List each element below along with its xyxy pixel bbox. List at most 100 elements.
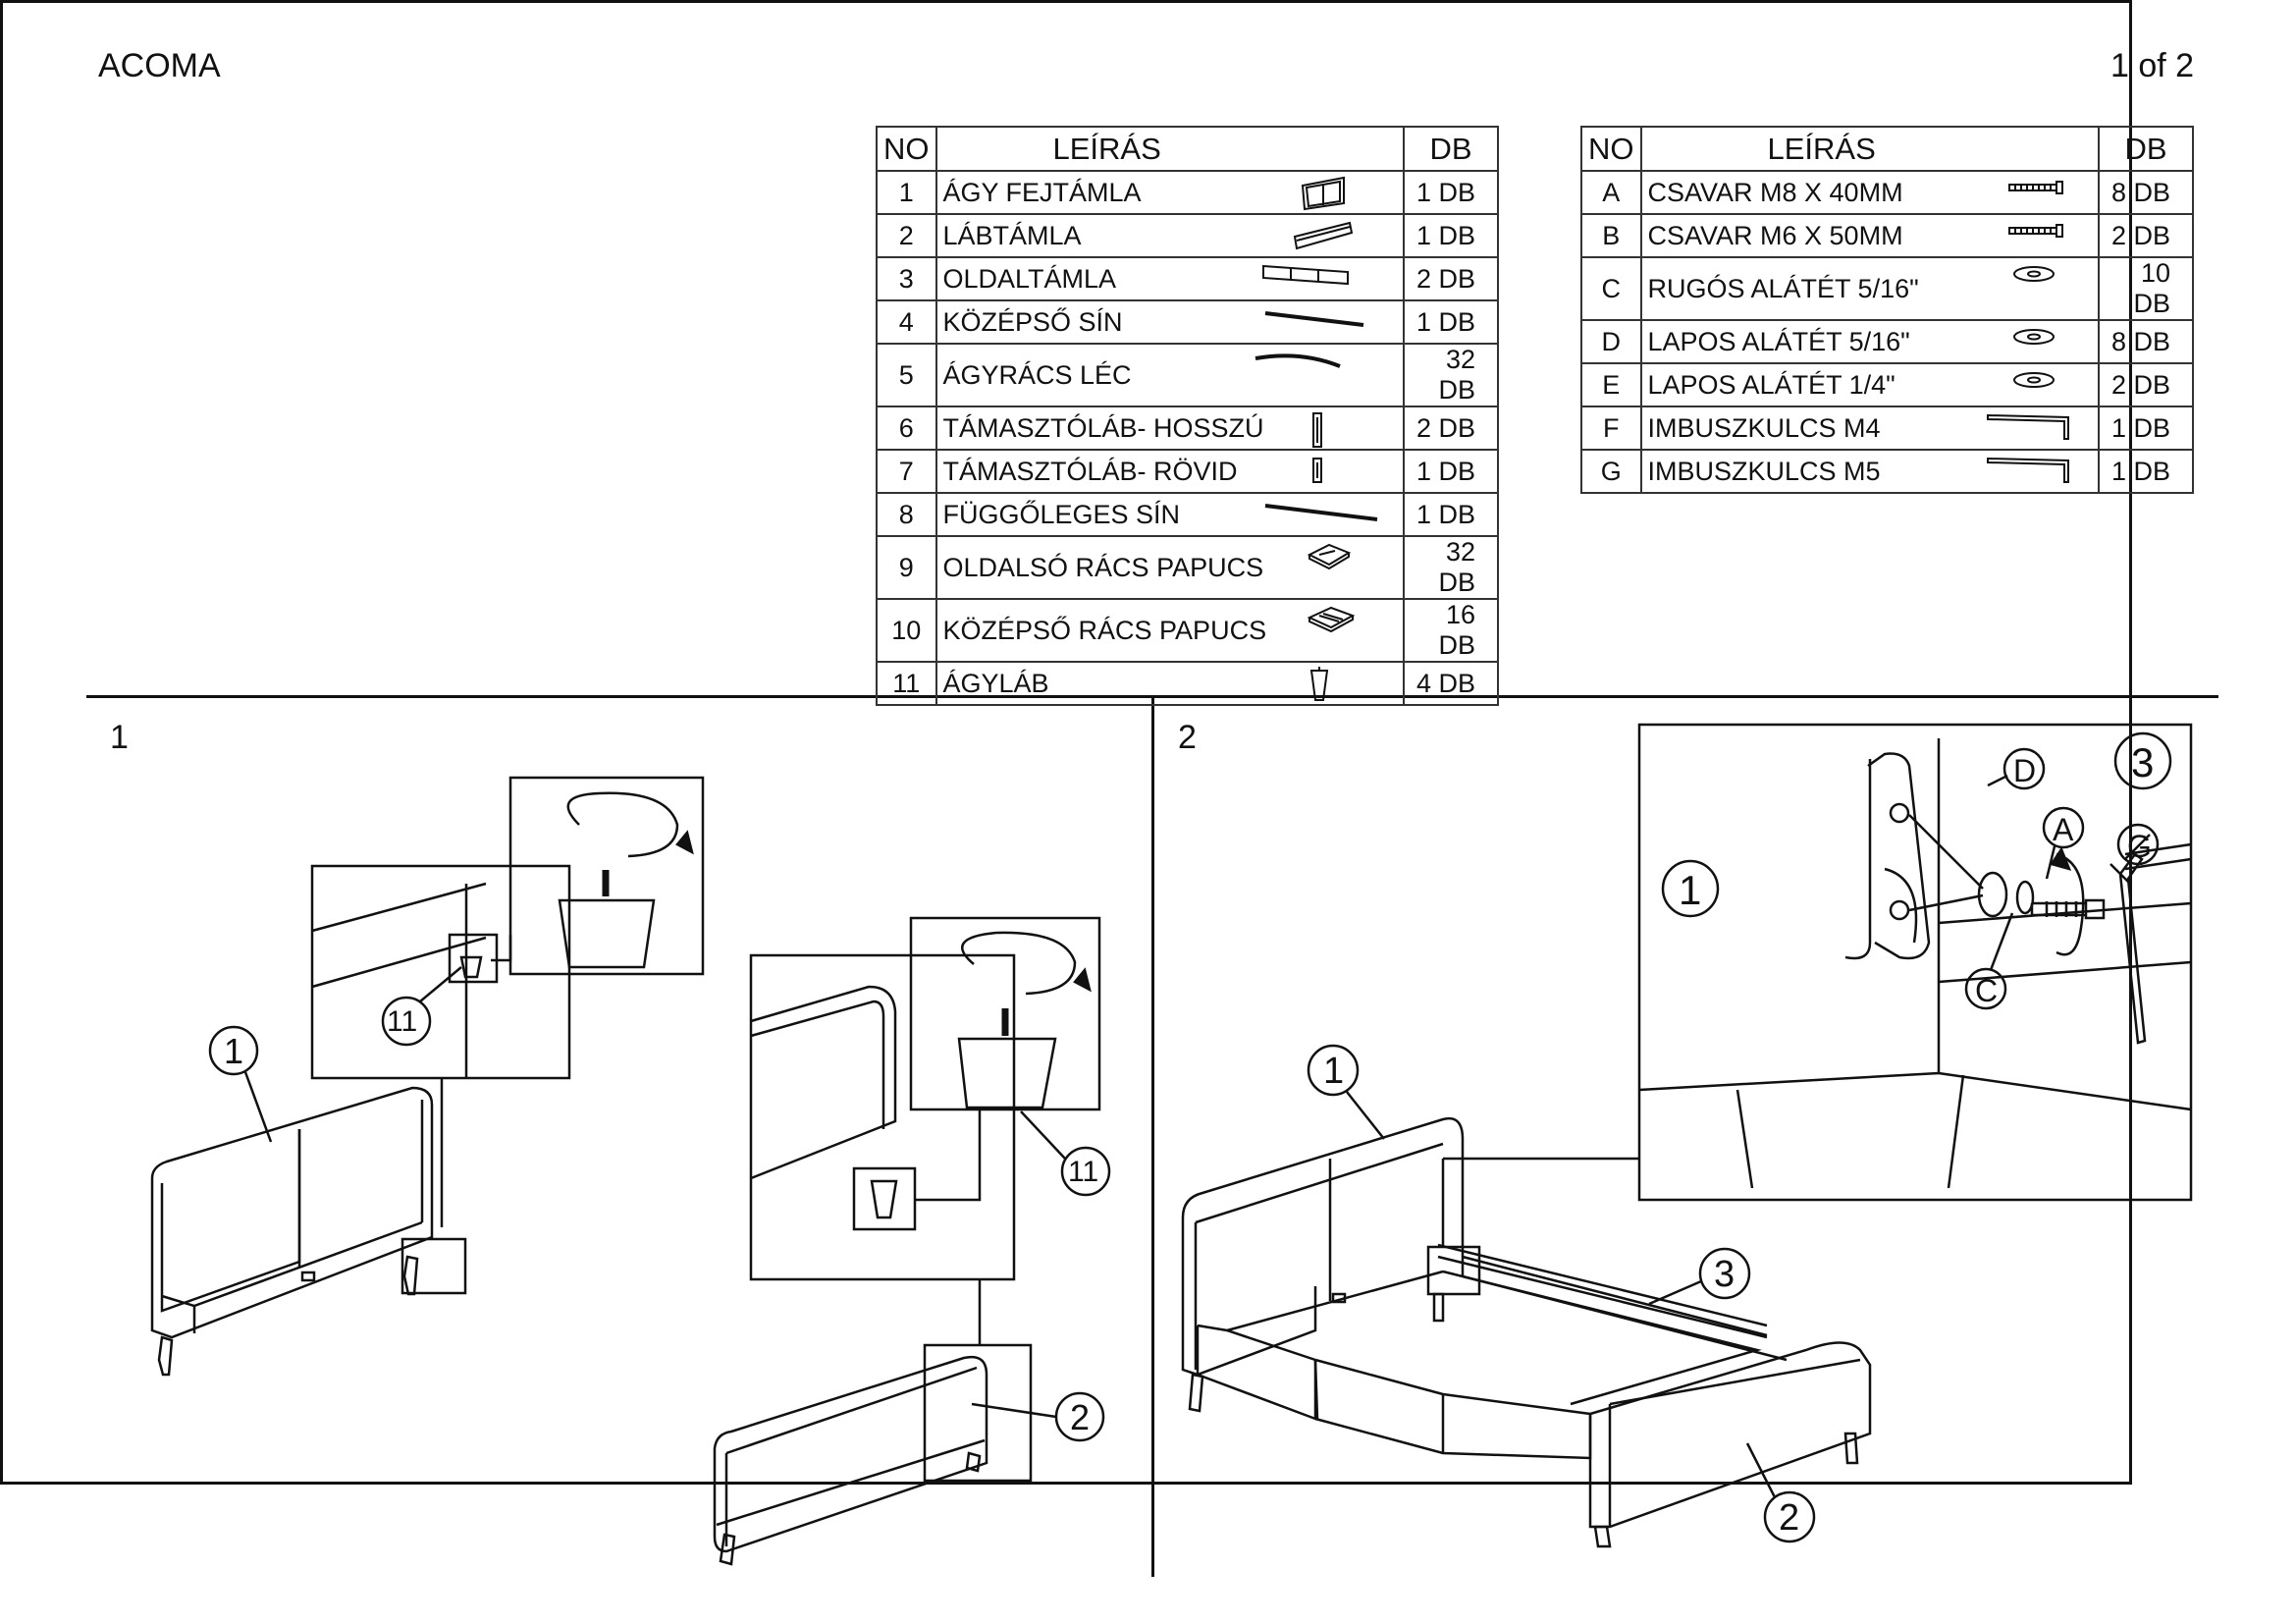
row-number: E	[1580, 362, 1642, 407]
row-number: F	[1580, 406, 1642, 451]
row-description: KÖZÉPSŐ SÍN	[942, 306, 1123, 337]
page-frame	[0, 0, 2132, 1485]
row-description: ÁGYRÁCS LÉC	[942, 359, 1132, 390]
row-description: ÁGY FEJTÁMLA	[942, 177, 1142, 207]
row-number: 1	[876, 170, 937, 215]
row-number: A	[1580, 170, 1642, 215]
headboard-drawing	[152, 1088, 432, 1375]
col-desc: LEÍRÁS	[934, 126, 1405, 172]
row-number: 3	[876, 256, 937, 301]
row-quantity: 2 DB	[1403, 406, 1499, 451]
rotate-detail-box	[510, 778, 703, 974]
document-title: ACOMA	[98, 47, 221, 84]
row-number: 9	[876, 535, 937, 600]
row-number: D	[1580, 319, 1642, 364]
row-description: OLDALTÁMLA	[942, 263, 1117, 294]
row-description: TÁMASZTÓLÁB- HOSSZÚ	[942, 412, 1264, 443]
row-description-cell: IMBUSZKULCS M5	[1639, 449, 2100, 494]
row-quantity: 4 DB	[1403, 661, 1499, 706]
row-description: CSAVAR M6 X 50MM	[1647, 220, 1903, 250]
callout-detail-side-rail: 3	[2131, 739, 2155, 785]
row-description-cell: LAPOS ALÁTÉT 1/4"	[1639, 362, 2100, 407]
leg-detail-box	[312, 866, 569, 1293]
row-description-cell: TÁMASZTÓLÁB- HOSSZÚ	[934, 406, 1405, 451]
row-description-cell: OLDALSÓ RÁCS PAPUCS	[934, 535, 1405, 600]
callout-leg: 11	[387, 1005, 418, 1038]
bolt-detail-box	[1639, 725, 2191, 1200]
col-qty: DB	[2098, 126, 2194, 172]
hardware-table-header: NO LEÍRÁS DB	[1580, 126, 2194, 172]
callout-allen-key: G	[2127, 829, 2152, 864]
callout-headboard: 1	[1323, 1051, 1345, 1092]
row-description: LÁBTÁMLA	[942, 220, 1082, 250]
row-quantity: 2 DB	[2098, 213, 2194, 258]
col-no: NO	[1580, 126, 1642, 172]
divider-vertical	[1151, 695, 1154, 1577]
row-description-cell: CSAVAR M8 X 40MM	[1639, 170, 2100, 215]
row-description-cell: ÁGYRÁCS LÉC	[934, 343, 1405, 407]
page-number: 1 of 2	[2110, 47, 2195, 84]
row-quantity: 16 DB	[1403, 598, 1499, 663]
row-quantity: 1 DB	[1403, 492, 1499, 537]
row-description: LAPOS ALÁTÉT 1/4"	[1647, 369, 1896, 400]
row-description-cell: CSAVAR M6 X 50MM	[1639, 213, 2100, 258]
step-1-number: 1	[110, 719, 129, 756]
row-quantity: 8 DB	[2098, 319, 2194, 364]
row-number: B	[1580, 213, 1642, 258]
row-description: FÜGGŐLEGES SÍN	[942, 499, 1181, 529]
row-description-cell: TÁMASZTÓLÁB- RÖVID	[934, 449, 1405, 494]
row-number: 5	[876, 343, 937, 407]
row-description-cell: KÖZÉPSŐ SÍN	[934, 299, 1405, 345]
row-quantity: 1 DB	[1403, 170, 1499, 215]
callout-flat-washer: D	[2013, 753, 2037, 788]
row-description-cell: LÁBTÁMLA	[934, 213, 1405, 258]
row-description-cell: KÖZÉPSŐ RÁCS PAPUCS	[934, 598, 1405, 663]
callout-side-rail: 3	[1714, 1254, 1735, 1295]
row-description: CSAVAR M8 X 40MM	[1647, 177, 1903, 207]
row-description-cell: LAPOS ALÁTÉT 5/16"	[1639, 319, 2100, 364]
row-description: TÁMASZTÓLÁB- RÖVID	[942, 456, 1238, 486]
row-quantity: 1 DB	[1403, 449, 1499, 494]
row-description: IMBUSZKULCS M5	[1647, 456, 1881, 486]
row-description-cell: IMBUSZKULCS M4	[1639, 406, 2100, 451]
row-number: 2	[876, 213, 937, 258]
footboard-detail-box	[751, 918, 1099, 1345]
row-description-cell: ÁGY FEJTÁMLA	[934, 170, 1405, 215]
callout-spring-washer: C	[1975, 973, 1999, 1008]
row-description: KÖZÉPSŐ RÁCS PAPUCS	[942, 615, 1267, 645]
footboard-drawing	[715, 1345, 1031, 1564]
row-description-cell: OLDALTÁMLA	[934, 256, 1405, 301]
col-qty: DB	[1403, 126, 1499, 172]
row-description-cell: FÜGGŐLEGES SÍN	[934, 492, 1405, 537]
step-2-callouts	[1308, 733, 2170, 1542]
callout-bolt: A	[2053, 812, 2074, 847]
row-description-cell: RUGÓS ALÁTÉT 5/16"	[1639, 256, 2100, 321]
bed-frame-drawing	[1183, 1118, 1870, 1546]
callout-footboard: 2	[1070, 1397, 1091, 1437]
row-description: ÁGYLÁB	[942, 668, 1049, 698]
callout-footboard: 2	[1779, 1497, 1800, 1539]
row-number: 6	[876, 406, 937, 451]
row-description: RUGÓS ALÁTÉT 5/16"	[1647, 273, 1919, 303]
row-quantity: 2 DB	[1403, 256, 1499, 301]
parts-table-header: NO LEÍRÁS DB	[876, 126, 1499, 172]
row-number: 11	[876, 661, 937, 706]
